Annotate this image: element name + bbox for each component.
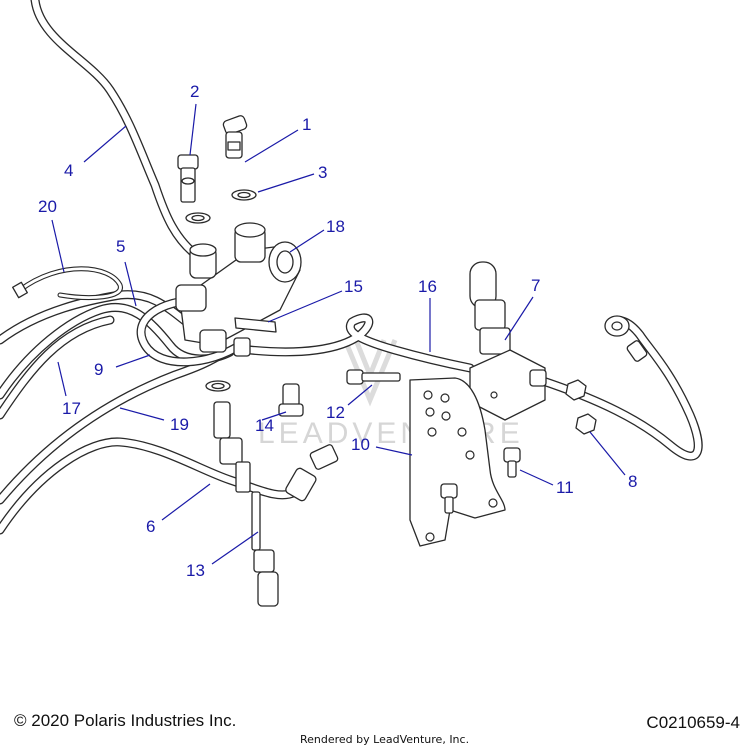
callout-9: 9 — [94, 360, 103, 379]
callouts: 1 2 3 4 5 6 7 8 9 10 11 12 13 14 15 16 1… — [38, 82, 637, 580]
callout-20: 20 — [38, 197, 57, 216]
callout-17: 17 — [62, 399, 81, 418]
callout-15: 15 — [344, 277, 363, 296]
line-fitting — [285, 444, 339, 502]
callout-3: 3 — [318, 163, 327, 182]
callout-12: 12 — [326, 403, 345, 422]
callout-2: 2 — [190, 82, 199, 101]
banjo-bolt — [177, 154, 199, 203]
master-cylinder — [175, 222, 302, 357]
cable-tie — [12, 266, 123, 301]
bolt-11 — [440, 447, 521, 514]
callout-16: 16 — [418, 277, 437, 296]
diagram-id: C0210659-4 — [646, 713, 740, 732]
nut-8 — [565, 379, 597, 435]
mounting-bracket — [409, 377, 506, 547]
callout-4: 4 — [64, 161, 73, 180]
callout-11: 11 — [556, 478, 574, 497]
callout-10: 10 — [351, 435, 370, 454]
proportioning-valve — [469, 261, 547, 421]
copyright-text: © 2020 Polaris Industries Inc. — [14, 711, 237, 730]
fitting-14 — [278, 383, 304, 417]
crush-washers — [185, 189, 257, 392]
callout-7: 7 — [531, 276, 540, 295]
callout-8: 8 — [628, 472, 637, 491]
pressure-switch — [222, 115, 248, 159]
callout-1: 1 — [302, 115, 311, 134]
callout-6: 6 — [146, 517, 155, 536]
callout-14: 14 — [255, 416, 274, 435]
brake-switch — [213, 401, 279, 607]
banjo-fitting — [604, 315, 648, 362]
callout-13: 13 — [186, 561, 205, 580]
brake-lines — [0, 0, 703, 535]
callout-18: 18 — [326, 217, 345, 236]
callout-19: 19 — [170, 415, 189, 434]
bolt-12 — [346, 369, 401, 385]
callout-5: 5 — [116, 237, 125, 256]
rendered-by-text: Rendered by LeadVenture, Inc. — [300, 733, 470, 746]
leader-lines — [51, 103, 626, 565]
